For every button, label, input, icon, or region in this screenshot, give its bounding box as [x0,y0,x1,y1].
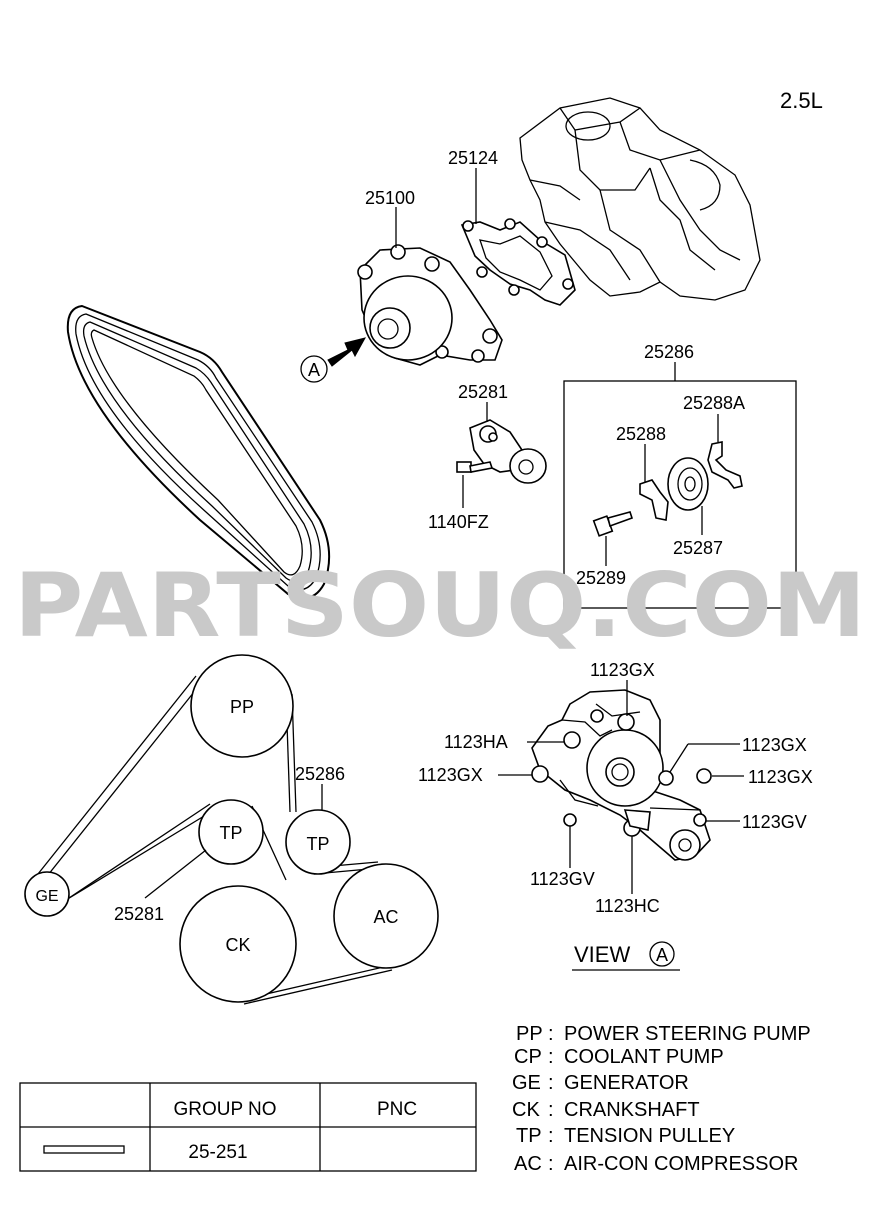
view-a-title: VIEW [574,942,630,967]
pulley-tp-upper-label: TP [306,834,329,854]
belt-routing [29,675,393,1005]
callout-tensioner-bolt: 1140FZ [428,512,489,532]
view-a-title-circle [649,941,675,967]
table-header-pnc: PNC [377,1099,417,1120]
legend-desc: TENSION PULLEY [564,1125,735,1147]
pulley-tp-lower [198,799,264,865]
legend-sep: : [548,1125,554,1147]
bolt-label-ha: 1123HA [444,732,508,752]
water-pump-part [357,244,503,366]
callout-pulley-bolt: 25289 [576,568,626,588]
bolt-label-left: 1123GX [418,765,483,785]
callout-tp-upper: 25286 [295,764,345,784]
pulley-tp-upper [285,809,351,875]
leader-tp-lower [144,849,207,899]
table-header-group-no: GROUP NO [173,1099,276,1120]
view-a-marker-letter: A [308,360,320,380]
view-a-arrow [327,337,366,367]
engine-variant-label: 2.5L [780,88,823,113]
callout-pulley: 25287 [673,538,723,558]
legend-code: CK [512,1099,540,1121]
pulley-part [667,457,709,511]
tensioner-assy-box [563,380,797,609]
bracket-part [639,479,669,521]
engine-block [519,97,761,301]
legend-desc: COOLANT PUMP [564,1046,724,1068]
legend-sep: : [548,1072,554,1094]
tensioner-part [469,419,547,484]
pulley-ac-label: AC [373,907,398,927]
bolt-label-gv-right: 1123GV [742,812,807,832]
legend-desc: CRANKSHAFT [564,1099,700,1121]
view-a-title-letter: A [656,945,668,965]
drive-belt [66,304,331,600]
legend-sep: : [548,1099,554,1121]
legend-code: GE [512,1072,541,1094]
tensioner-bolt-part [456,461,494,473]
legend-desc: GENERATOR [564,1072,689,1094]
watermark: PARTSOUQ.COM [14,554,866,657]
callout-bracket-a: 25288A [683,393,745,413]
legend-sep: : [548,1023,554,1045]
view-a-leaders [498,680,744,894]
callout-water-pump: 25100 [365,188,415,208]
table-group-no-value: 25-251 [188,1142,247,1163]
gasket-part [460,218,576,306]
view-a-marker [300,355,328,383]
bracket-a-part [707,441,743,489]
legend-sep: : [548,1153,554,1175]
legend-desc: AIR-CON COMPRESSOR [564,1153,798,1175]
legend-code: AC [514,1153,542,1175]
callout-gasket: 25124 [448,148,498,168]
legend-sep: : [548,1046,554,1068]
pulley-bolt-part [592,511,634,537]
legend-code: TP [516,1125,542,1147]
pulley-ge [24,871,70,917]
bolt-label-gv-bottom: 1123GV [530,869,595,889]
pulley-ge-label: GE [35,888,58,905]
bolt-label-hc: 1123HC [595,896,660,916]
bolt-label-right: 1123GX [748,767,813,787]
pulley-pp-label: PP [230,697,254,717]
callout-tensioner-assy: 25286 [644,342,694,362]
bolt-label-upper-right: 1123GX [742,735,807,755]
belt-symbol-icon [43,1145,125,1154]
bolt-label-top: 1123GX [590,660,655,680]
legend-code: CP [514,1046,542,1068]
legend-desc: POWER STEERING PUMP [564,1023,811,1045]
view-a-pump [531,689,712,861]
legend-code: PP [516,1023,543,1045]
legend: PP : POWER STEERING PUMP CP : COOLANT PU… [512,1023,811,1175]
pulley-tp-lower-label: TP [219,823,242,843]
callout-bracket: 25288 [616,424,666,444]
callout-tensioner: 25281 [458,382,508,402]
group-table [19,1082,477,1172]
pulley-ck-label: CK [225,935,250,955]
pulley-pp [190,654,294,758]
pulley-ck [179,885,297,1003]
callout-tp-lower: 25281 [114,904,164,924]
pulley-ac [333,863,439,969]
